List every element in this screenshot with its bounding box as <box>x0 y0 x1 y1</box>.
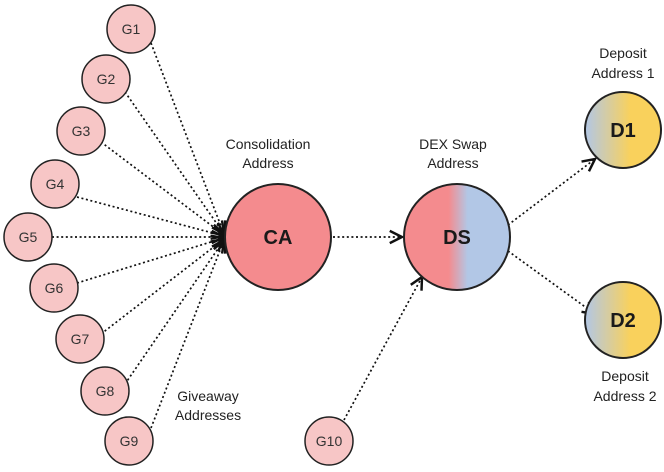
giveaway-label-line2: Addresses <box>175 407 241 423</box>
edge-g3-ca <box>100 141 224 235</box>
giveaway-node-g7: G7 <box>55 314 105 364</box>
giveaway-node-g3: G3 <box>56 106 106 156</box>
deposit2-label-line1: Deposit <box>601 368 649 384</box>
consolidation-node-label: CA <box>264 227 293 249</box>
giveaway-node-g10: G10 <box>304 416 354 466</box>
giveaway-node-g4-label: G4 <box>46 176 65 192</box>
deposit1-label-line1: Deposit <box>599 45 647 61</box>
deposit2-label-line2: Address 2 <box>593 388 656 404</box>
deposit1-label-line2: Address 1 <box>591 65 654 81</box>
edge-g1-ca <box>150 42 224 234</box>
edge-ds-d2 <box>507 250 595 314</box>
deposit-node-d1: D1 <box>584 91 662 169</box>
edge-g9-ca <box>150 240 224 429</box>
giveaway-node-g1-label: G1 <box>122 21 141 37</box>
consolidation-label-line2: Address <box>242 155 293 171</box>
dex-swap-label-line1: DEX Swap <box>419 136 487 152</box>
giveaway-node-g2-label: G2 <box>97 71 116 87</box>
giveaway-label-line1: Giveaway <box>177 388 238 404</box>
giveaway-node-g1: G1 <box>106 4 156 54</box>
giveaway-node-g3-label: G3 <box>72 123 91 139</box>
edge-ds-d1 <box>507 159 595 226</box>
giveaway-node-g5-label: G5 <box>19 229 38 245</box>
dex-swap-node: DS <box>403 183 511 291</box>
giveaway-node-g8-label: G8 <box>96 383 115 399</box>
giveaway-node-g9: G9 <box>104 416 154 466</box>
edge-g2-ca <box>124 91 224 234</box>
consolidation-label-line1: Consolidation <box>226 136 311 152</box>
edge-g6-ca <box>76 238 224 284</box>
consolidation-node: CA <box>224 183 332 291</box>
dex-swap-label-line2: Address <box>427 155 478 171</box>
dex-swap-node-label: DS <box>443 227 471 249</box>
deposit-node-d2: D2 <box>584 281 662 359</box>
giveaway-node-g5: G5 <box>3 212 53 262</box>
giveaway-node-g10-label: G10 <box>316 433 343 449</box>
giveaway-node-g7-label: G7 <box>71 331 90 347</box>
giveaway-node-g2: G2 <box>81 54 131 104</box>
giveaway-node-g6: G6 <box>29 263 79 313</box>
giveaway-edges <box>52 42 224 429</box>
giveaway-node-g9-label: G9 <box>120 433 139 449</box>
giveaway-node-g4: G4 <box>30 159 80 209</box>
edge-g7-ca <box>100 239 224 335</box>
deposit-node-d2-label: D2 <box>610 310 636 332</box>
edge-g10-ds <box>343 277 422 421</box>
giveaway-node-g6-label: G6 <box>45 280 64 296</box>
giveaway-node-g8: G8 <box>80 366 130 416</box>
edge-g8-ca <box>124 240 224 385</box>
deposit-node-d1-label: D1 <box>610 120 636 142</box>
